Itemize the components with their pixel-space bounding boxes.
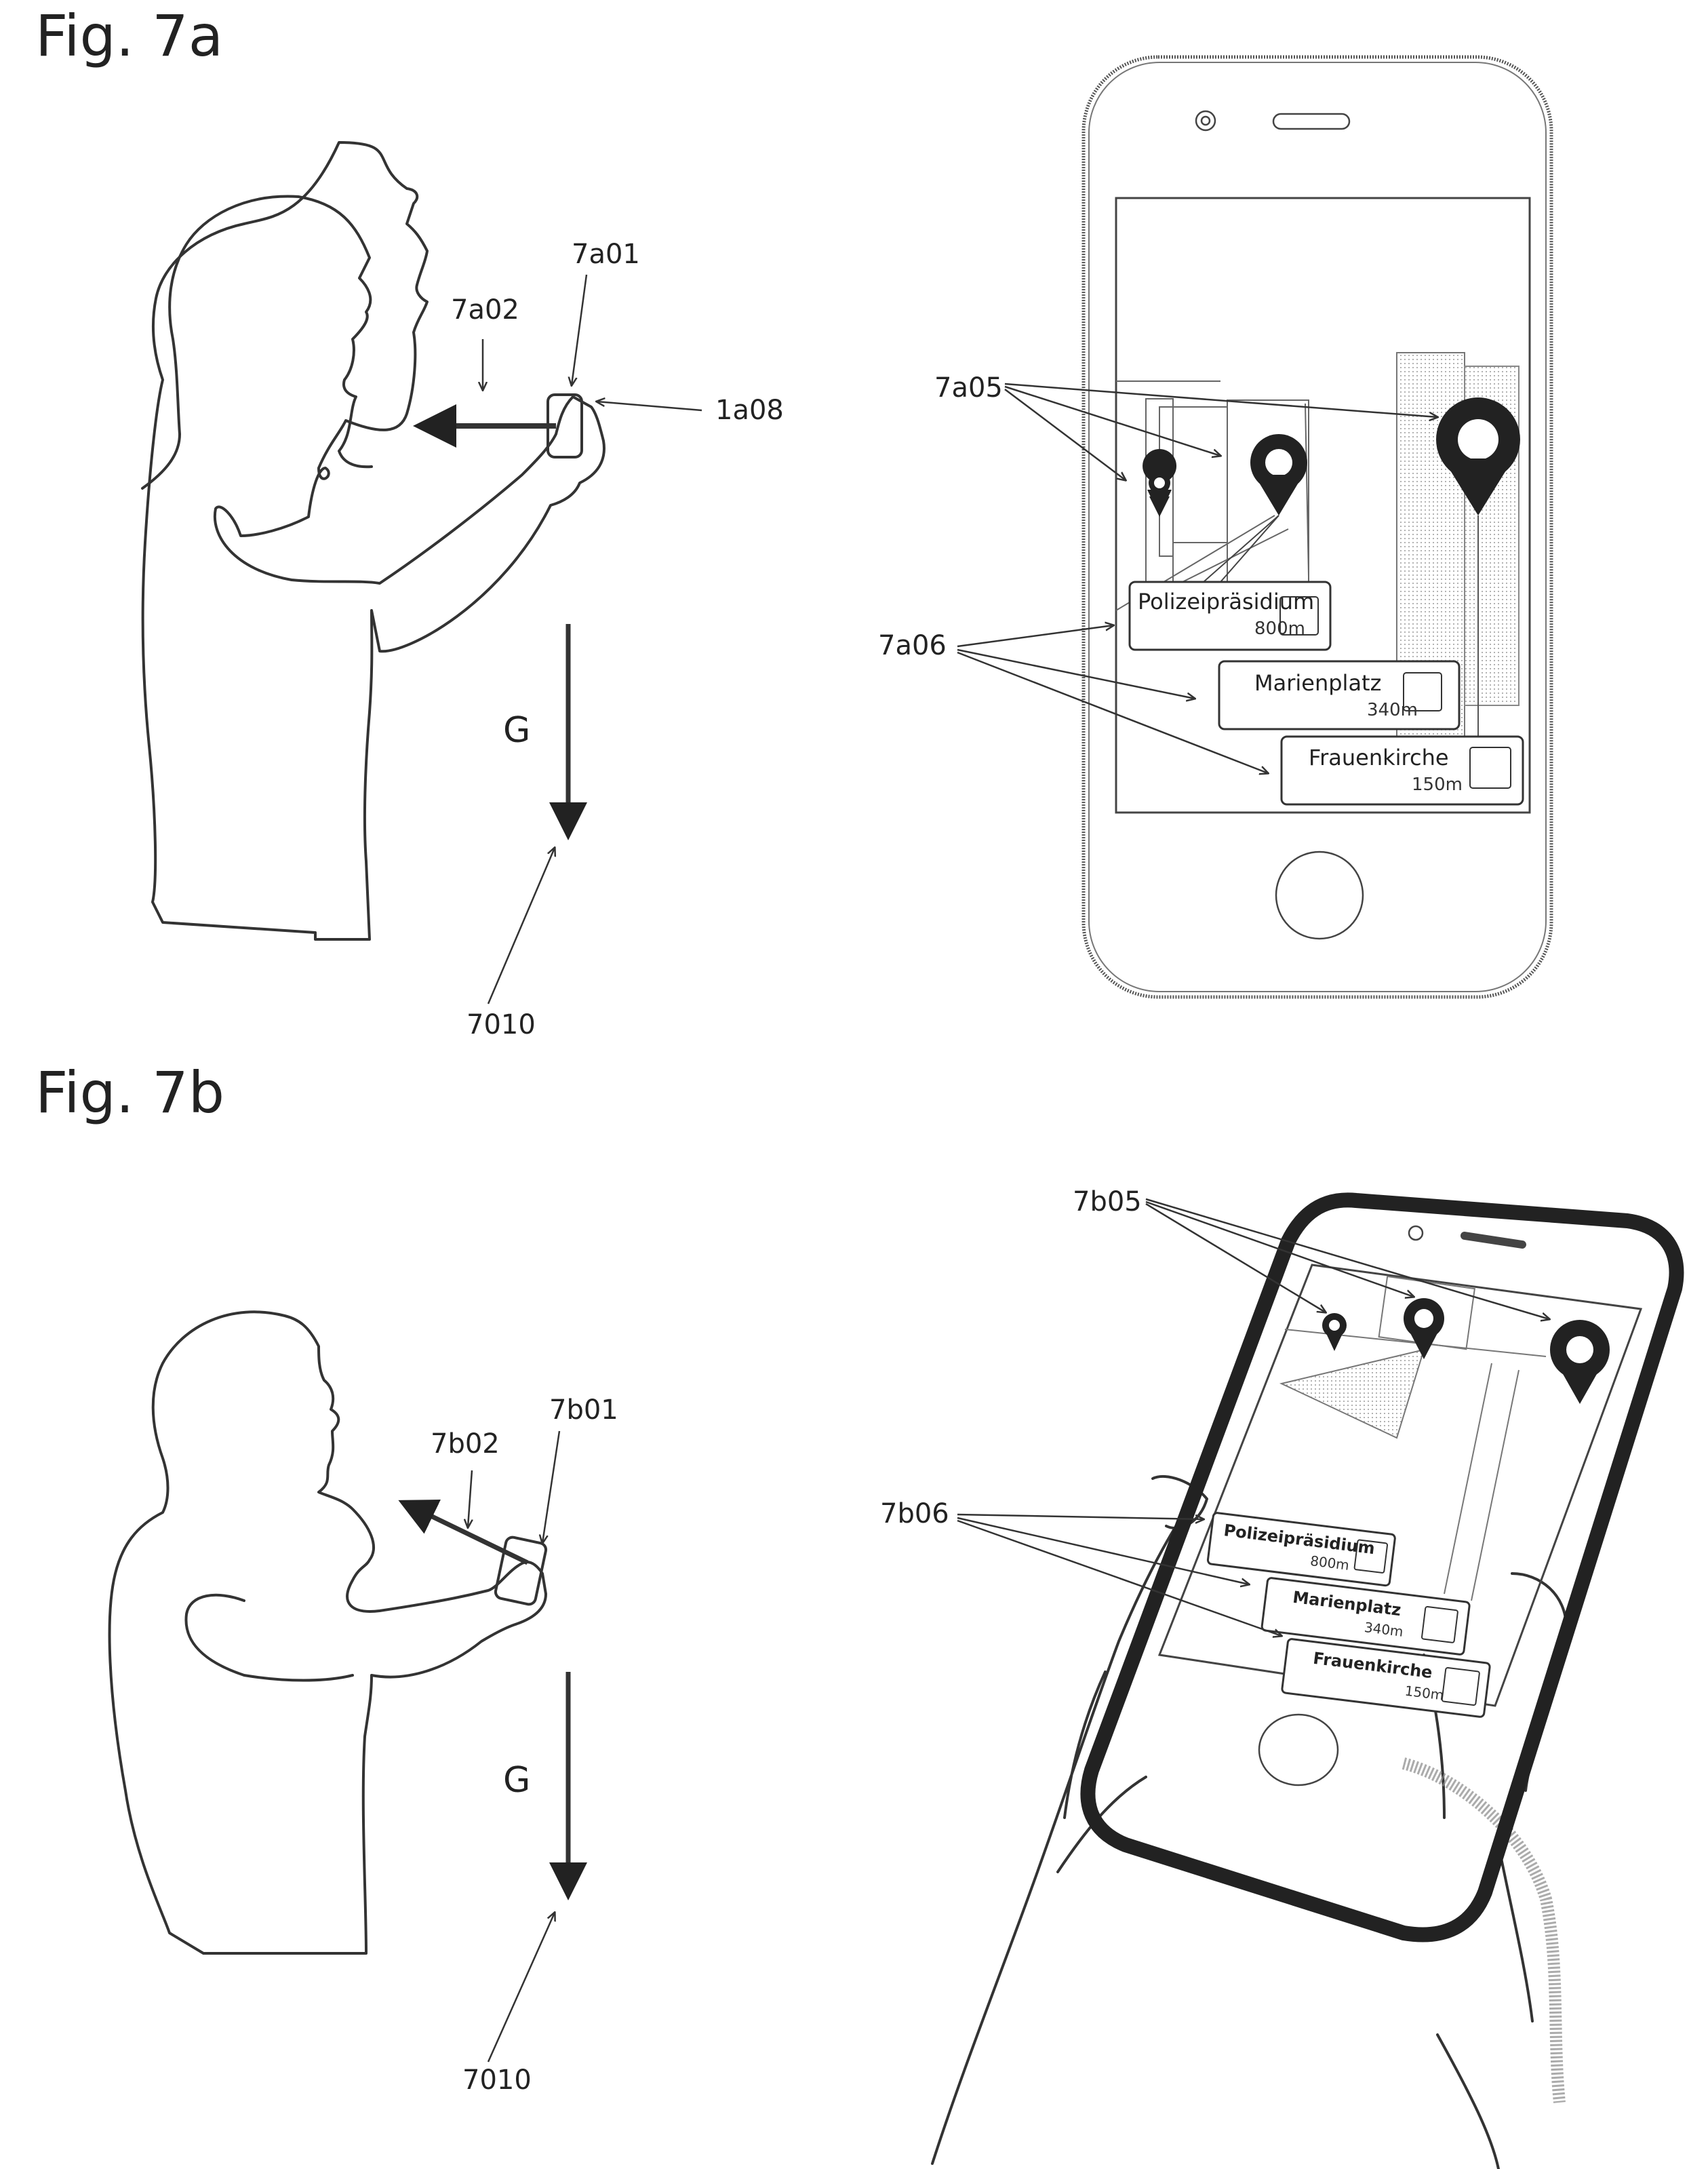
figure-title: Fig. 7b xyxy=(35,1059,224,1126)
home-button xyxy=(1275,851,1364,940)
smartphone-7b: Polizeipräsidium 800m Marienplatz 340m F… xyxy=(931,1192,1684,2169)
device-7b01 xyxy=(494,1536,548,1606)
leader-7b06-b xyxy=(957,1517,1249,1584)
smartphone-7a: Polizeipräsidium 800m Marienplatz 340m F… xyxy=(1081,55,1553,999)
gravity-label: G xyxy=(503,1760,530,1801)
poi-panel: Polizeipräsidium 800m xyxy=(1206,1512,1396,1587)
leader-7a06-b xyxy=(957,648,1195,699)
person-silhouette xyxy=(141,141,605,941)
home-button xyxy=(1258,1713,1339,1786)
person-arm-outline xyxy=(184,1593,354,1682)
ref-7b05: 7b05 xyxy=(1073,1186,1142,1217)
leader-7b05-a xyxy=(1145,1203,1326,1312)
hand-sketch xyxy=(931,1474,1568,2169)
map-marker-medium xyxy=(1404,1298,1444,1359)
ref-7a02: 7a02 xyxy=(451,294,519,326)
ref-7b06: 7b06 xyxy=(880,1498,949,1529)
leader-7b06-c xyxy=(957,1519,1282,1636)
ref-7a05: 7a05 xyxy=(934,372,1003,404)
gravity-label: G xyxy=(503,710,530,751)
leader-7a05-c xyxy=(1004,383,1437,417)
leader-1a08 xyxy=(597,402,702,412)
phone-screen xyxy=(1157,1264,1643,1707)
leader-7a05-b xyxy=(1004,385,1220,456)
figure-title: Fig. 7a xyxy=(35,3,223,69)
leader-7a06-c xyxy=(957,651,1268,773)
ref-7a06: 7a06 xyxy=(878,630,947,661)
poi-name: Marienplatz xyxy=(1254,670,1381,696)
leader-7010 xyxy=(487,1913,555,2063)
ref-7010: 7010 xyxy=(466,1009,536,1040)
leader-7a06-a xyxy=(957,625,1113,648)
leader-7a05-a xyxy=(1004,389,1126,480)
leader-7b01 xyxy=(542,1430,561,1543)
map-marker-large xyxy=(1436,397,1520,746)
speaker-slot xyxy=(1461,1232,1526,1249)
ref-7b01: 7b01 xyxy=(549,1394,618,1426)
ref-1a08: 1a08 xyxy=(715,395,784,426)
poi-name: Polizeipräsidium xyxy=(1138,589,1314,614)
ref-7a01: 7a01 xyxy=(572,239,640,270)
pointing-direction-arrow xyxy=(398,1500,529,1565)
leader-7b05-c xyxy=(1145,1198,1549,1319)
map-marker-small xyxy=(1322,1313,1347,1351)
ref-7010: 7010 xyxy=(462,2065,532,2096)
leader-7a01 xyxy=(572,274,588,385)
ref-7b02: 7b02 xyxy=(431,1428,500,1460)
poi-panel: Frauenkirche 150m xyxy=(1281,1638,1491,1718)
map-marker-medium xyxy=(1250,434,1307,515)
person-head-outline xyxy=(141,195,373,490)
figure-7b: Fig. 7b G 7b01 7b02 7010 xyxy=(35,1059,1684,2169)
leader-7010 xyxy=(487,848,555,1004)
poi-panel: Polizeipräsidium 800m xyxy=(1128,581,1332,651)
camera-icon xyxy=(1408,1225,1424,1241)
camera-icon xyxy=(1195,110,1216,132)
poi-panel: Marienplatz 340m xyxy=(1260,1577,1471,1656)
poi-panel: Frauenkirche 150m xyxy=(1280,735,1524,806)
leader-7b02 xyxy=(468,1470,472,1527)
map-marker-large xyxy=(1550,1320,1610,1404)
map-marker-small xyxy=(1143,449,1177,517)
poi-name: Frauenkirche xyxy=(1309,745,1449,770)
leader-7b06-a xyxy=(957,1513,1204,1519)
poi-distance: 150m xyxy=(1412,775,1463,795)
speaker-slot xyxy=(1272,113,1351,130)
figure-7a: Fig. 7a G 7a01 7a02 1a08 7010 xyxy=(35,3,1553,1040)
poi-panel: Marienplatz 340m xyxy=(1218,660,1461,730)
phone-screen xyxy=(1115,197,1531,814)
person-silhouette xyxy=(108,1310,547,1955)
leader-7b05-b xyxy=(1145,1200,1414,1297)
